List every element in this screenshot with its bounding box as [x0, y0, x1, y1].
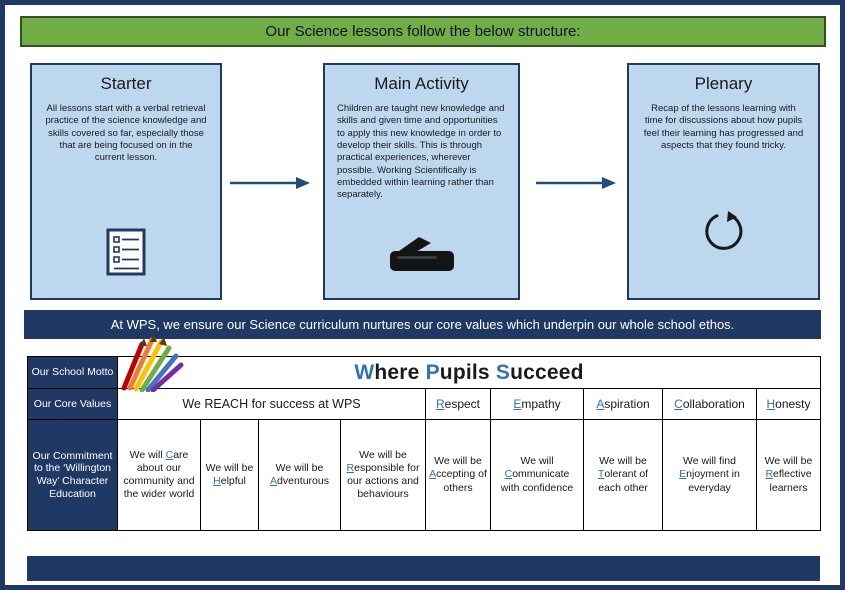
refresh-icon	[704, 211, 744, 256]
commitment-accepting: We will be Accepting of others	[426, 420, 491, 531]
structure-title-text: Our Science lessons follow the below str…	[265, 23, 581, 40]
core-values-table: Our School Motto Where Pupils Succeed Ou…	[27, 356, 821, 531]
row-header-school-motto: Our School Motto	[28, 357, 118, 389]
core-value-respect: Respect	[426, 389, 491, 420]
commitment-helpful: We will be Helpful	[201, 420, 259, 531]
motto-letter-w: W	[354, 360, 375, 384]
main-activity-description: Children are taught new knowledge and sk…	[337, 103, 505, 201]
core-values-banner: At WPS, we ensure our Science curriculum…	[24, 310, 821, 339]
main-activity-box: Main Activity Children are taught new kn…	[323, 63, 520, 300]
commitment-enjoyment: We will find Enjoyment in everyday	[663, 420, 757, 531]
reach-statement: We REACH for success at WPS	[118, 389, 426, 420]
core-values-banner-text: At WPS, we ensure our Science curriculum…	[110, 317, 735, 332]
core-value-collaboration: Collaboration	[663, 389, 757, 420]
commitment-communicate: We will Communicate with confidence	[491, 420, 584, 531]
checklist-icon	[106, 228, 146, 281]
structure-title-banner: Our Science lessons follow the below str…	[20, 16, 826, 47]
starter-title: Starter	[100, 74, 152, 93]
footer-bar	[27, 556, 820, 581]
plenary-title: Plenary	[694, 74, 753, 93]
commitment-reflective: We will be Reflective learners	[757, 420, 821, 531]
coloured-pencils-image	[106, 332, 188, 397]
motto-letter-p: P	[425, 360, 440, 384]
commitment-care: We will Care about our community and the…	[118, 420, 201, 531]
flow-arrow-icon	[230, 176, 310, 190]
core-value-aspiration: Aspiration	[584, 389, 663, 420]
flow-arrow-icon	[536, 176, 616, 190]
commitment-adventurous: We will be Adventurous	[259, 420, 341, 531]
core-value-honesty: Honesty	[757, 389, 821, 420]
hands-on-icon	[389, 231, 455, 278]
starter-box: Starter All lessons start with a verbal …	[30, 63, 222, 300]
motto-letter-s: S	[495, 360, 511, 384]
commitment-tolerant: We will be Tolerant of each other	[584, 420, 663, 531]
plenary-box: Plenary Recap of the lessons learning wi…	[627, 63, 820, 300]
commitment-responsible: We will be Responsible for our actions a…	[341, 420, 426, 531]
row-header-commitment: Our Commitment to the ‘Willington Way’ C…	[28, 420, 118, 531]
main-activity-title: Main Activity	[374, 74, 469, 93]
core-value-empathy: Empathy	[491, 389, 584, 420]
starter-description: All lessons start with a verbal retrieva…	[45, 103, 207, 164]
school-motto: Where Pupils Succeed	[118, 357, 821, 389]
plenary-description: Recap of the lessons learning with time …	[643, 103, 804, 152]
row-header-core-values: Our Core Values	[28, 389, 118, 420]
